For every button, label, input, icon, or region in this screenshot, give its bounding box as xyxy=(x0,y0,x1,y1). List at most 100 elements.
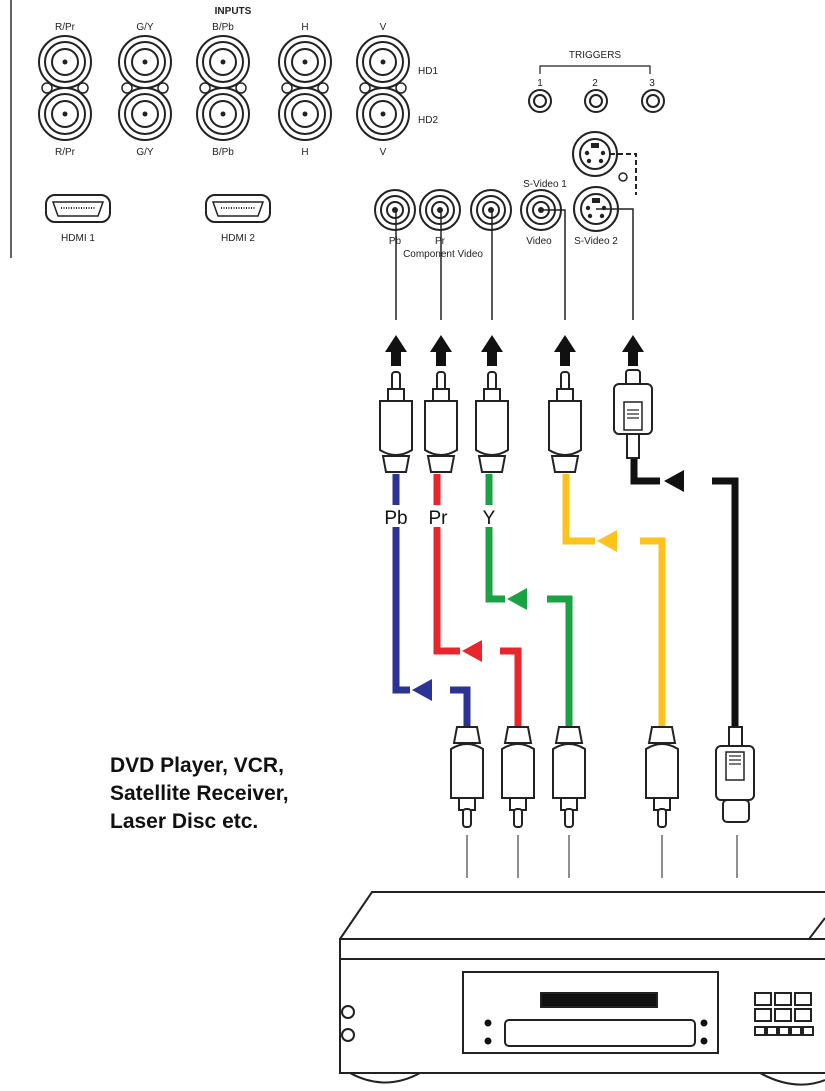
cable-video xyxy=(562,474,666,727)
bnc-lock-nub xyxy=(157,82,169,94)
bnc-connector xyxy=(356,35,410,89)
bnc-connector xyxy=(38,35,92,89)
bnc-lock-nub xyxy=(41,82,53,94)
cable-pb xyxy=(392,474,471,727)
svideo-dashed-link xyxy=(610,153,637,195)
device-caption-line: Laser Disc etc. xyxy=(110,810,259,833)
device-slot-dots xyxy=(484,1019,708,1045)
cable-pr xyxy=(433,474,522,727)
bnc-bottom-label: R/Pr xyxy=(55,147,76,158)
rca-pr-label: Pr xyxy=(435,236,446,247)
svideo2-label: S-Video 2 xyxy=(574,236,618,247)
wire-label-bg xyxy=(427,505,449,527)
bnc-lock-nub xyxy=(359,82,371,94)
bnc-connector xyxy=(38,87,92,141)
up-arrow xyxy=(481,335,503,366)
rca-plug-top xyxy=(379,371,413,473)
video-label: Video xyxy=(526,236,552,247)
bnc-bottom-label: V xyxy=(380,147,387,158)
bnc-lock-nub xyxy=(317,82,329,94)
hdmi1-label: HDMI 1 xyxy=(61,233,95,244)
bnc-connector xyxy=(278,87,332,141)
hdmi2-port xyxy=(205,194,271,223)
arrowhead-pb xyxy=(412,679,432,701)
cable-svideo xyxy=(630,458,739,727)
av-source-device xyxy=(339,891,825,1086)
wire-label-bg xyxy=(480,505,498,527)
hd1-label: HD1 xyxy=(418,66,438,77)
arrowhead-y xyxy=(507,588,527,610)
svideo1-label: S-Video 1 xyxy=(523,179,567,190)
rca-plug-bottom xyxy=(645,726,679,828)
rca-jack-pb xyxy=(374,189,416,231)
bnc-bottom-label: B/Pb xyxy=(212,147,234,158)
svideo1-port xyxy=(572,131,618,177)
bnc-connector xyxy=(118,35,172,89)
bnc-lock-nub xyxy=(77,82,89,94)
bnc-lock-nub xyxy=(235,82,247,94)
triggers-bracket xyxy=(539,65,651,74)
bnc-top-label: B/Pb xyxy=(212,22,234,33)
top-plugs xyxy=(379,371,582,473)
bnc-connector xyxy=(196,35,250,89)
bnc-bottom-label: H xyxy=(301,147,308,158)
trigger-label-2: 2 xyxy=(592,78,598,89)
trigger-jack-3 xyxy=(641,89,665,113)
wire-label-y: Y xyxy=(483,508,496,529)
rca-jack-y xyxy=(470,189,512,231)
bnc-top-label: V xyxy=(380,22,387,33)
trigger-jack-2 xyxy=(584,89,608,113)
svideo-plug-top xyxy=(613,369,653,459)
device-leader-lines xyxy=(466,835,738,878)
bnc-top-label: R/Pr xyxy=(55,22,76,33)
device-caption: DVD Player, VCR, Satellite Receiver, Las… xyxy=(110,752,340,836)
up-arrows xyxy=(385,335,644,366)
device-caption-line: DVD Player, VCR, xyxy=(110,754,284,777)
triggers-title: TRIGGERS xyxy=(569,50,622,61)
trigger-label-3: 3 xyxy=(649,78,655,89)
bnc-top-label: H xyxy=(301,22,308,33)
wire-label-pb: Pb xyxy=(384,508,407,529)
bnc-connector xyxy=(278,35,332,89)
arrowhead-pr xyxy=(462,640,482,662)
hdmi1-port xyxy=(45,194,111,223)
trigger-label-1: 1 xyxy=(537,78,543,89)
bnc-connector xyxy=(356,87,410,141)
bottom-plugs xyxy=(450,726,679,828)
rca-plug-top xyxy=(424,371,458,473)
svideo-plug-bottom xyxy=(715,726,755,823)
component-video-label: Component Video xyxy=(403,249,483,260)
wire-label-pr: Pr xyxy=(429,508,449,529)
wire-label-bg xyxy=(384,505,410,527)
bnc-lock-nub xyxy=(121,82,133,94)
device-caption-line: Satellite Receiver, xyxy=(110,782,289,805)
svideo1-screw xyxy=(618,172,628,182)
rca-plug-bottom xyxy=(552,726,586,828)
bnc-connector xyxy=(196,87,250,141)
bnc-bottom-labels: R/Pr G/Y B/Pb H V xyxy=(55,147,387,158)
bnc-bottom-label: G/Y xyxy=(136,147,154,158)
up-arrow xyxy=(554,335,576,366)
rca-pb-label: Pb xyxy=(389,236,402,247)
inputs-title: INPUTS xyxy=(215,6,252,17)
rca-plug-bottom xyxy=(450,726,484,828)
arrowhead-video xyxy=(597,530,617,552)
arrowhead-svideo xyxy=(664,470,684,492)
cable-y xyxy=(485,474,573,727)
rca-plug-top xyxy=(475,371,509,473)
hd2-label: HD2 xyxy=(418,115,438,126)
up-arrow xyxy=(385,335,407,366)
bnc-top-labels: R/Pr G/Y B/Pb H V xyxy=(55,22,387,33)
up-arrow xyxy=(430,335,452,366)
bnc-lock-nub xyxy=(395,82,407,94)
bnc-lock-nub xyxy=(281,82,293,94)
bnc-connectors xyxy=(38,35,410,141)
rca-jack-pr xyxy=(419,189,461,231)
rca-plug-bottom xyxy=(501,726,535,828)
hdmi2-label: HDMI 2 xyxy=(221,233,255,244)
trigger-jack-1 xyxy=(528,89,552,113)
bnc-lock-nub xyxy=(199,82,211,94)
device-button-panel xyxy=(754,992,814,1036)
bnc-top-label: G/Y xyxy=(136,22,154,33)
